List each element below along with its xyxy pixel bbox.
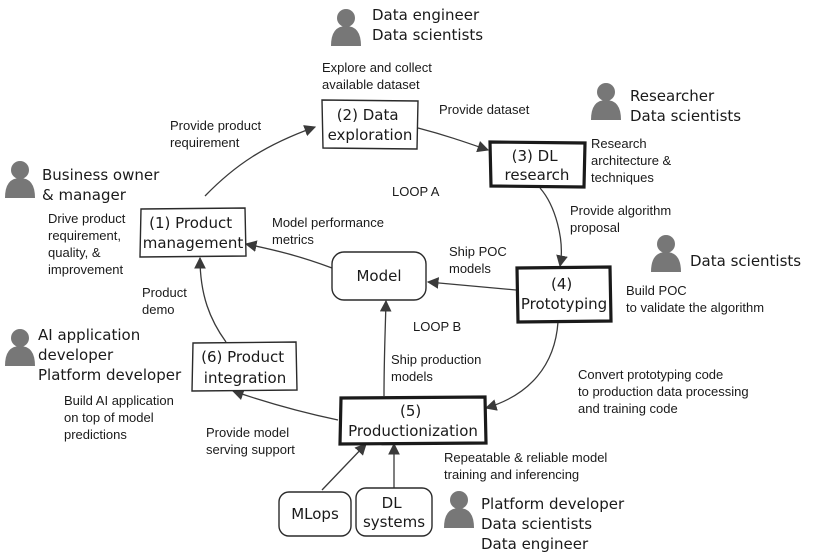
note-ship-production: Ship production models [391, 352, 485, 384]
svg-text:(6) Product integration: (6) Product integration [201, 348, 289, 387]
note-research: Research architecture & techniques [591, 136, 675, 185]
note-ship-poc: Ship POC models [449, 244, 510, 276]
product-integration-line-1: (6) Product [201, 348, 284, 366]
arrow-productionization-to-integration [231, 388, 339, 421]
person-icon-platform-developer [444, 491, 474, 528]
note-drive-product: Drive product requirement, quality, & im… [48, 211, 129, 277]
person-icon-ai-app-developer [5, 329, 35, 366]
prototyping-line-1: (4) [551, 275, 572, 293]
note-provide-dataset: Provide dataset [439, 102, 530, 117]
node-model: Model [331, 251, 427, 301]
node-dl-research: (3) DL research [488, 140, 587, 189]
person-icon-researcher [591, 83, 621, 120]
roles-prototyping: Data scientists [690, 252, 801, 270]
node-prototyping: (4) Prototyping [515, 265, 613, 324]
product-management-line-2: management [143, 234, 244, 252]
dl-research-line-1: (3) DL [512, 147, 559, 165]
note-provide-algorithm: Provide algorithm proposal [570, 203, 675, 235]
note-explore: Explore and collect available dataset [322, 60, 435, 92]
node-productionization: (5) Productionization [338, 395, 488, 446]
person-icon-business-owner [5, 161, 35, 198]
prototyping-line-2: Prototyping [521, 295, 607, 313]
arrow-prototyping-to-model [426, 277, 517, 291]
svg-text:(1) Product management: (1) Product management [143, 214, 244, 252]
note-product-demo: Product demo [142, 285, 190, 317]
data-exploration-line-1: (2) Data [337, 106, 399, 124]
arrows [194, 125, 568, 491]
arrow-pm-to-exploration [204, 125, 317, 197]
roles-dl-research: Researcher Data scientists [630, 87, 741, 125]
label-loop-a: LOOP A [392, 184, 440, 199]
mlops-label: MLops [291, 505, 339, 523]
svg-text:(2) Data exploration: (2) Data exploration [328, 106, 413, 144]
roles-productionization: Platform developer Data scientists Data … [481, 495, 629, 553]
svg-text:(3) DL research: (3) DL research [505, 147, 570, 184]
arrow-prototyping-to-productionization [484, 321, 559, 411]
productionization-line-1: (5) [400, 402, 421, 420]
note-serving-support: Provide model serving support [206, 425, 295, 457]
dl-research-line-2: research [505, 166, 570, 184]
product-management-line-1: (1) Product [149, 214, 232, 232]
model-label: Model [356, 267, 401, 285]
data-exploration-line-2: exploration [328, 126, 413, 144]
note-build-ai-application: Build AI application on top of model pre… [64, 393, 177, 442]
roles-product-management: Business owner & manager [42, 166, 164, 204]
label-loop-b: LOOP B [413, 319, 461, 334]
note-build-poc: Build POC to validate the algorithm [626, 283, 764, 315]
arrow-research-to-prototyping [539, 187, 568, 268]
product-integration-line-2: integration [204, 369, 286, 387]
dl-systems-line-1: DL [382, 494, 403, 512]
roles-product-integration: AI application developer Platform develo… [38, 326, 182, 384]
arrow-productionization-to-model [379, 299, 392, 397]
svg-text:(5) Productionization: (5) Productionization [348, 402, 478, 440]
node-product-management: (1) Product management [139, 207, 247, 258]
svg-text:DL systems: DL systems [363, 494, 425, 531]
node-product-integration: (6) Product integration [191, 341, 298, 392]
person-icon-data-engineer [331, 9, 361, 46]
dl-systems-line-2: systems [363, 513, 425, 531]
note-convert-code: Convert prototyping code to production d… [578, 367, 752, 416]
arrow-exploration-to-research [417, 127, 490, 153]
arrow-integration-to-pm [194, 256, 227, 343]
node-mlops: MLops [278, 491, 352, 537]
node-data-exploration: (2) Data exploration [321, 99, 419, 150]
note-model-performance: Model performance metrics [272, 215, 388, 247]
svg-text:(4) Prototyping: (4) Prototyping [521, 275, 607, 313]
note-provide-product-requirement: Provide product requirement [170, 118, 265, 150]
person-icon-prototyping-data-scientists [651, 235, 681, 272]
productionization-line-2: Productionization [348, 422, 478, 440]
roles-data-exploration: Data engineer Data scientists [372, 6, 484, 44]
arrow-mlops-to-productionization [321, 443, 367, 491]
node-dl-systems: DL systems [355, 487, 433, 537]
arrow-model-to-pm [244, 240, 333, 269]
note-repeatable: Repeatable & reliable model training and… [444, 450, 611, 482]
